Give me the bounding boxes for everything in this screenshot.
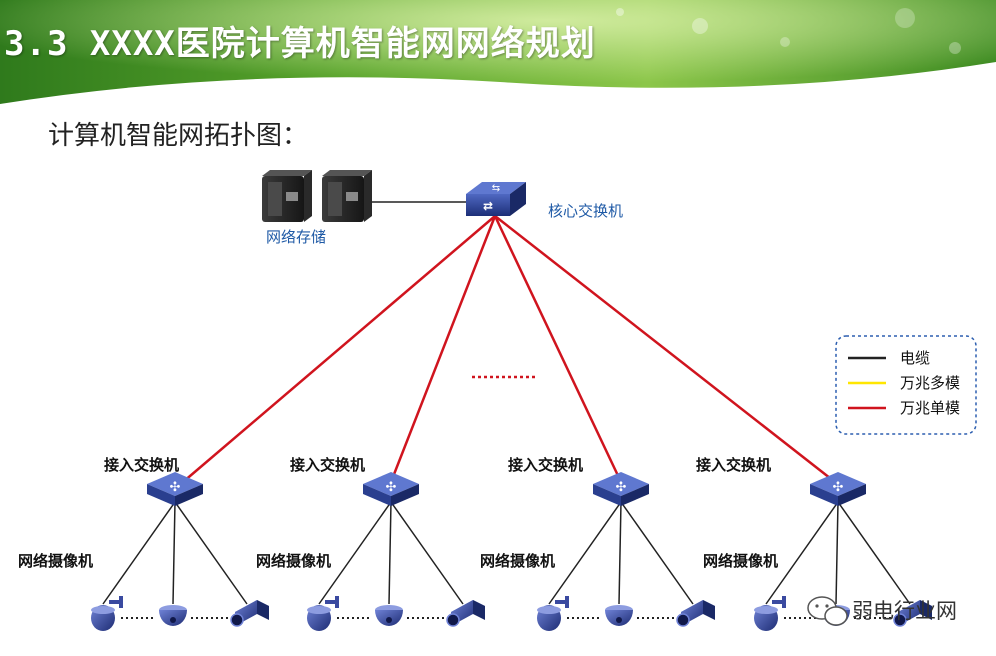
core-switch-label: 核心交换机 [548,202,623,220]
camera-cable-2 [172,501,176,605]
dome-camera-icon [307,596,339,631]
camera-label: 网络摄像机 [18,552,93,570]
svg-text:⇄: ⇄ [483,199,493,213]
subtitle: 计算机智能网拓扑图： [48,121,309,151]
camera-cable-3 [837,501,911,605]
legend-item-2: 万兆多模 [848,374,960,392]
camera-cable-1 [765,501,839,605]
camera-cable-3 [174,501,248,605]
core-switch-icon: ⇄ ⇆ [466,182,526,216]
svg-text:✣: ✣ [616,480,627,495]
dome-camera-icon [537,596,569,631]
fiber-link-2 [389,215,497,483]
ceiling-dome-camera-icon [159,605,187,626]
legend-item-1: 电缆 [848,349,930,367]
camera-cable-1 [318,501,392,605]
ceiling-dome-camera-icon [375,605,403,626]
watermark-text: 弱电行业网 [852,599,957,623]
camera-label: 网络摄像机 [703,552,778,570]
camera-label: 网络摄像机 [480,552,555,570]
header-banner: 3.3 XXXX医院计算机智能网网络规划 [0,0,996,110]
svg-text:✣: ✣ [386,480,397,495]
page-title: 3.3 XXXX医院计算机智能网网络规划 [4,24,596,64]
server-icon [322,170,372,222]
storage-label: 网络存储 [266,228,326,246]
fiber-link-4 [494,215,836,483]
access-switch-icon: ✣ [147,472,203,506]
svg-text:✣: ✣ [170,480,181,495]
legend-box [835,335,977,435]
access-switch-label: 接入交换机 [290,456,365,474]
svg-text:✣: ✣ [833,480,844,495]
access-switch-label: 接入交换机 [696,456,771,474]
fiber-links [182,215,836,483]
camera-cable-1 [548,501,622,605]
server-icon [262,170,312,222]
legend-label: 电缆 [900,349,930,367]
watermark: 弱电行业网 [807,596,957,626]
svg-text:⇆: ⇆ [492,183,500,194]
ceiling-dome-camera-icon [605,605,633,626]
leaf-background [0,0,996,104]
camera-cable-2 [835,501,839,605]
legend-label: 万兆多模 [900,374,960,392]
core-switch: ⇄ ⇆ 核心交换机 [466,182,623,220]
camera-cable-2 [618,501,622,605]
legend-item-3: 万兆单模 [848,399,960,417]
fiber-link-1 [182,215,496,483]
dome-camera-icon [754,596,786,631]
network-storage: 网络存储 [262,170,372,246]
legend-label: 万兆单模 [900,399,960,417]
camera-cable-2 [388,501,392,605]
access-switch-icon: ✣ [593,472,649,506]
camera-cable-1 [102,501,176,605]
access-switch-label: 接入交换机 [104,456,179,474]
access-switch-icon: ✣ [363,472,419,506]
fiber-link-3 [493,215,623,483]
box-camera-icon [446,600,485,627]
access-switch-icon: ✣ [810,472,866,506]
camera-cable-3 [390,501,464,605]
box-camera-icon [676,600,715,627]
box-camera-icon [893,600,932,627]
box-camera-icon [230,600,269,627]
camera-cable-3 [620,501,694,605]
access-switch-label: 接入交换机 [508,456,583,474]
wechat-icon [807,596,848,626]
camera-label: 网络摄像机 [256,552,331,570]
dome-camera-icon [91,596,123,631]
